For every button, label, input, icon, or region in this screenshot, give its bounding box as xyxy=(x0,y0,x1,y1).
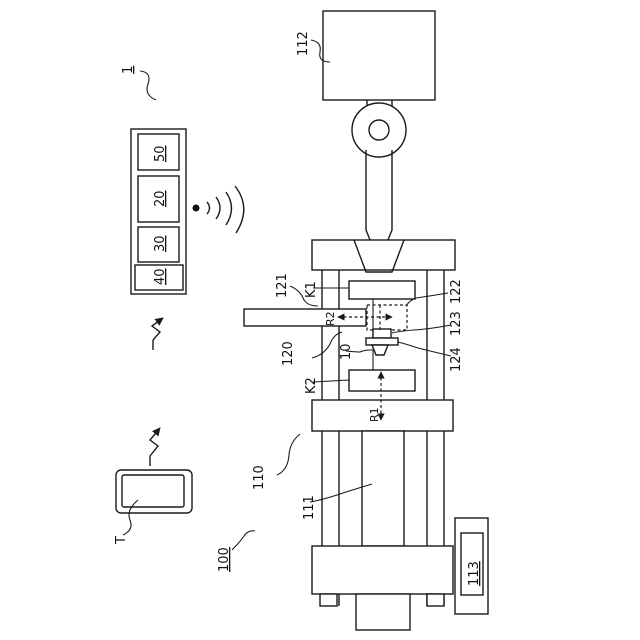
label-module-30: 30 xyxy=(153,235,168,252)
terminal-device xyxy=(116,470,192,513)
label-apparatus-100: 100 xyxy=(217,547,232,572)
injection-unit-112 xyxy=(323,11,435,262)
label-injection-unit-112: 112 xyxy=(296,31,311,56)
label-mold-120: 120 xyxy=(281,341,296,366)
label-module-20: 20 xyxy=(153,190,168,207)
label-module-40: 40 xyxy=(153,268,168,285)
label-sensor-head-122: 122 xyxy=(449,279,464,304)
label-nozzle-tip-124: 124 xyxy=(449,347,464,372)
label-terminal-t: T xyxy=(114,536,129,545)
label-direction-r2: R2 xyxy=(324,311,337,326)
label-system-1: 1 xyxy=(121,66,136,74)
label-module-50: 50 xyxy=(153,145,168,162)
wireless-link-icon-terminal xyxy=(150,428,160,466)
wireless-signal-icon xyxy=(193,186,244,233)
wireless-link-icon-device xyxy=(152,318,163,350)
label-cavity-k2: K2 xyxy=(304,377,319,394)
label-clamping-unit-111: 111 xyxy=(302,495,317,520)
label-sensor-element-123: 123 xyxy=(449,311,464,336)
label-fixed-platen-121: 121 xyxy=(275,273,290,298)
label-controller-113: 113 xyxy=(467,561,482,586)
label-molded-part-10: 10 xyxy=(339,343,354,360)
label-machine-110: 110 xyxy=(252,465,267,490)
label-direction-r1: R1 xyxy=(368,407,381,422)
label-cavity-k1: K1 xyxy=(304,281,319,298)
